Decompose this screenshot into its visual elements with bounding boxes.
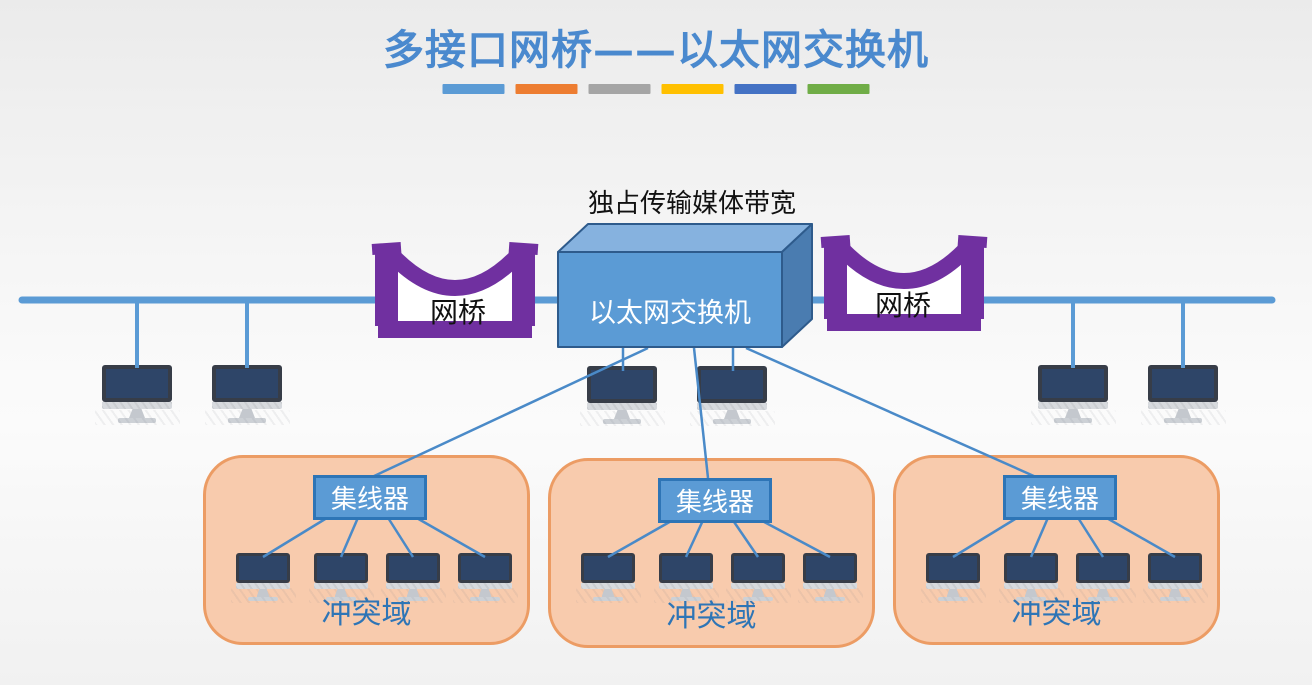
monitor-frame xyxy=(212,365,282,402)
monitor-frame xyxy=(587,366,657,403)
ethernet-switch-label: 以太网交换机 xyxy=(589,298,751,329)
monitor-frame xyxy=(314,553,368,583)
monitor-frame xyxy=(731,553,785,583)
monitor-frame xyxy=(458,553,512,583)
computer-icon xyxy=(205,365,291,425)
computer-icon xyxy=(725,553,792,603)
monitor-frame xyxy=(803,553,857,583)
computer-icon xyxy=(580,366,666,426)
computer-icon xyxy=(920,553,987,603)
computer-icon xyxy=(797,553,864,603)
title-divider xyxy=(442,84,870,94)
page-title: 多接口网桥——以太网交换机 xyxy=(383,26,929,74)
monitor-frame xyxy=(1148,365,1218,402)
computer-icon xyxy=(230,553,297,603)
bandwidth-annotation: 独占传输媒体带宽 xyxy=(587,189,797,219)
monitor-frame xyxy=(697,366,767,403)
monitor-frame xyxy=(581,553,635,583)
divider-dash xyxy=(807,84,870,94)
collision-domain-label: 冲突域 xyxy=(666,599,757,634)
collision-domain-left: 冲突域 xyxy=(203,455,530,645)
computer-icon xyxy=(653,553,720,603)
monitor-frame xyxy=(386,553,440,583)
computer-icon xyxy=(690,366,776,426)
bridge-label-right: 网桥 xyxy=(874,289,932,322)
computer-icon xyxy=(1070,553,1137,603)
collision-domain-right: 冲突域 xyxy=(893,455,1220,645)
computer-icon xyxy=(95,365,181,425)
divider-dash xyxy=(588,84,651,94)
monitor-frame xyxy=(659,553,713,583)
computer-icon xyxy=(1141,365,1227,425)
monitor-frame xyxy=(236,553,290,583)
computer-icon xyxy=(998,553,1065,603)
computer-icon xyxy=(575,553,642,603)
monitor-frame xyxy=(1038,365,1108,402)
divider-dash xyxy=(734,84,797,94)
monitor-frame xyxy=(102,365,172,402)
monitor-frame xyxy=(1076,553,1130,583)
bridge-label-left: 网桥 xyxy=(429,296,487,329)
computer-icon xyxy=(452,553,519,603)
monitor-frame xyxy=(1004,553,1058,583)
computer-icon xyxy=(380,553,447,603)
collision-domain-label: 冲突域 xyxy=(1011,596,1102,631)
divider-dash xyxy=(442,84,505,94)
computer-icon xyxy=(1031,365,1117,425)
divider-dash xyxy=(515,84,578,94)
monitor-frame xyxy=(926,553,980,583)
computer-icon xyxy=(308,553,375,603)
divider-dash xyxy=(661,84,724,94)
computer-icon xyxy=(1142,553,1209,603)
collision-domain-label: 冲突域 xyxy=(321,596,412,631)
monitor-frame xyxy=(1148,553,1202,583)
